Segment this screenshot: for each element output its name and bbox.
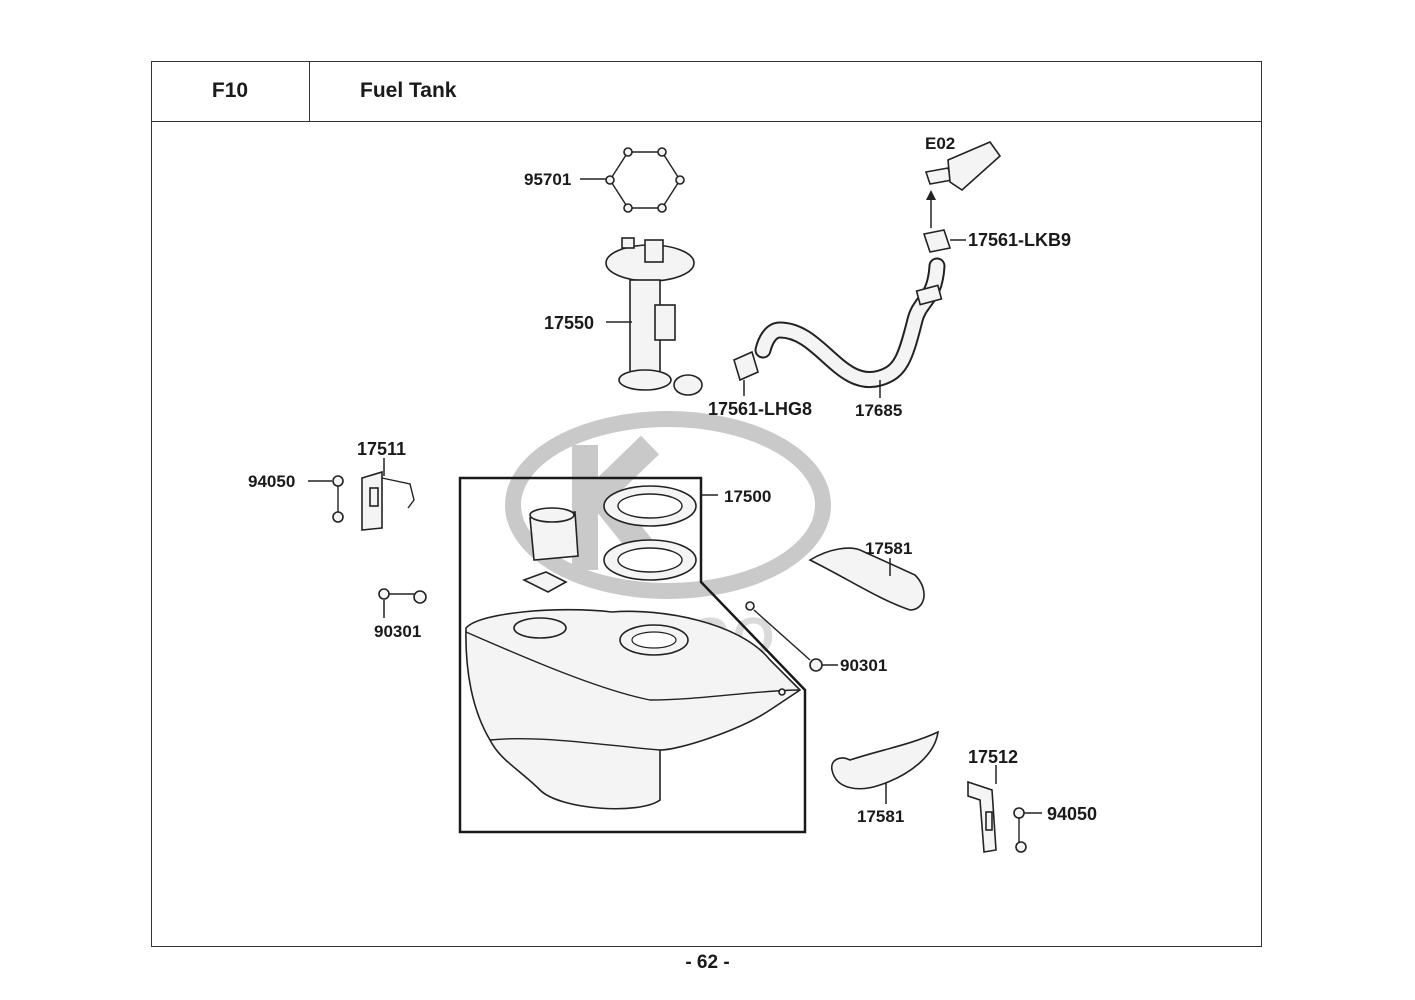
callout-17561-lhg8: 17561-LHG8 <box>708 399 812 419</box>
callout-17512: 17512 <box>968 747 1018 767</box>
fuel-tank-group-box <box>458 476 807 834</box>
callout-90301-left: 90301 <box>374 622 421 641</box>
fuel-connector-e02 <box>924 141 1002 192</box>
pump-gasket-lower <box>603 539 697 581</box>
callout-17685: 17685 <box>855 401 902 420</box>
callout-90301-right: 90301 <box>840 656 887 675</box>
tank-side-cover-lower <box>830 730 939 790</box>
filler-neck <box>529 507 579 561</box>
hose-clamp-lower <box>733 350 759 382</box>
hose-clamp-upper <box>922 229 952 253</box>
diagram-frame <box>151 61 1262 947</box>
bolt-left <box>332 475 344 523</box>
pump-gasket-upper <box>603 485 697 527</box>
callout-17561-lkb9: 17561-LKB9 <box>968 230 1071 250</box>
callout-94050-right: 94050 <box>1047 804 1097 824</box>
fuel-pump-assembly <box>605 237 703 396</box>
page-number: - 62 - <box>685 952 730 973</box>
nut-left <box>378 588 427 604</box>
callout-17500: 17500 <box>724 487 771 506</box>
section-code: F10 <box>151 61 310 122</box>
bolt-right <box>1013 807 1027 853</box>
callout-e02: E02 <box>925 134 955 153</box>
fuel-pump-bolt-set <box>605 147 685 213</box>
tank-bracket-left <box>361 470 415 531</box>
callout-17581-top: 17581 <box>865 539 912 558</box>
callout-17550: 17550 <box>544 313 594 333</box>
filler-clip <box>521 571 568 593</box>
tank-side-cover-upper <box>808 547 925 611</box>
callout-95701: 95701 <box>524 170 571 189</box>
callout-94050-left: 94050 <box>248 472 295 491</box>
section-title: Fuel Tank <box>310 61 1262 122</box>
fuel-tank-body <box>465 608 802 810</box>
callout-17511: 17511 <box>357 439 406 459</box>
callout-17581-bottom: 17581 <box>857 807 904 826</box>
fuel-hose <box>754 257 946 389</box>
tank-bracket-right <box>967 780 997 853</box>
